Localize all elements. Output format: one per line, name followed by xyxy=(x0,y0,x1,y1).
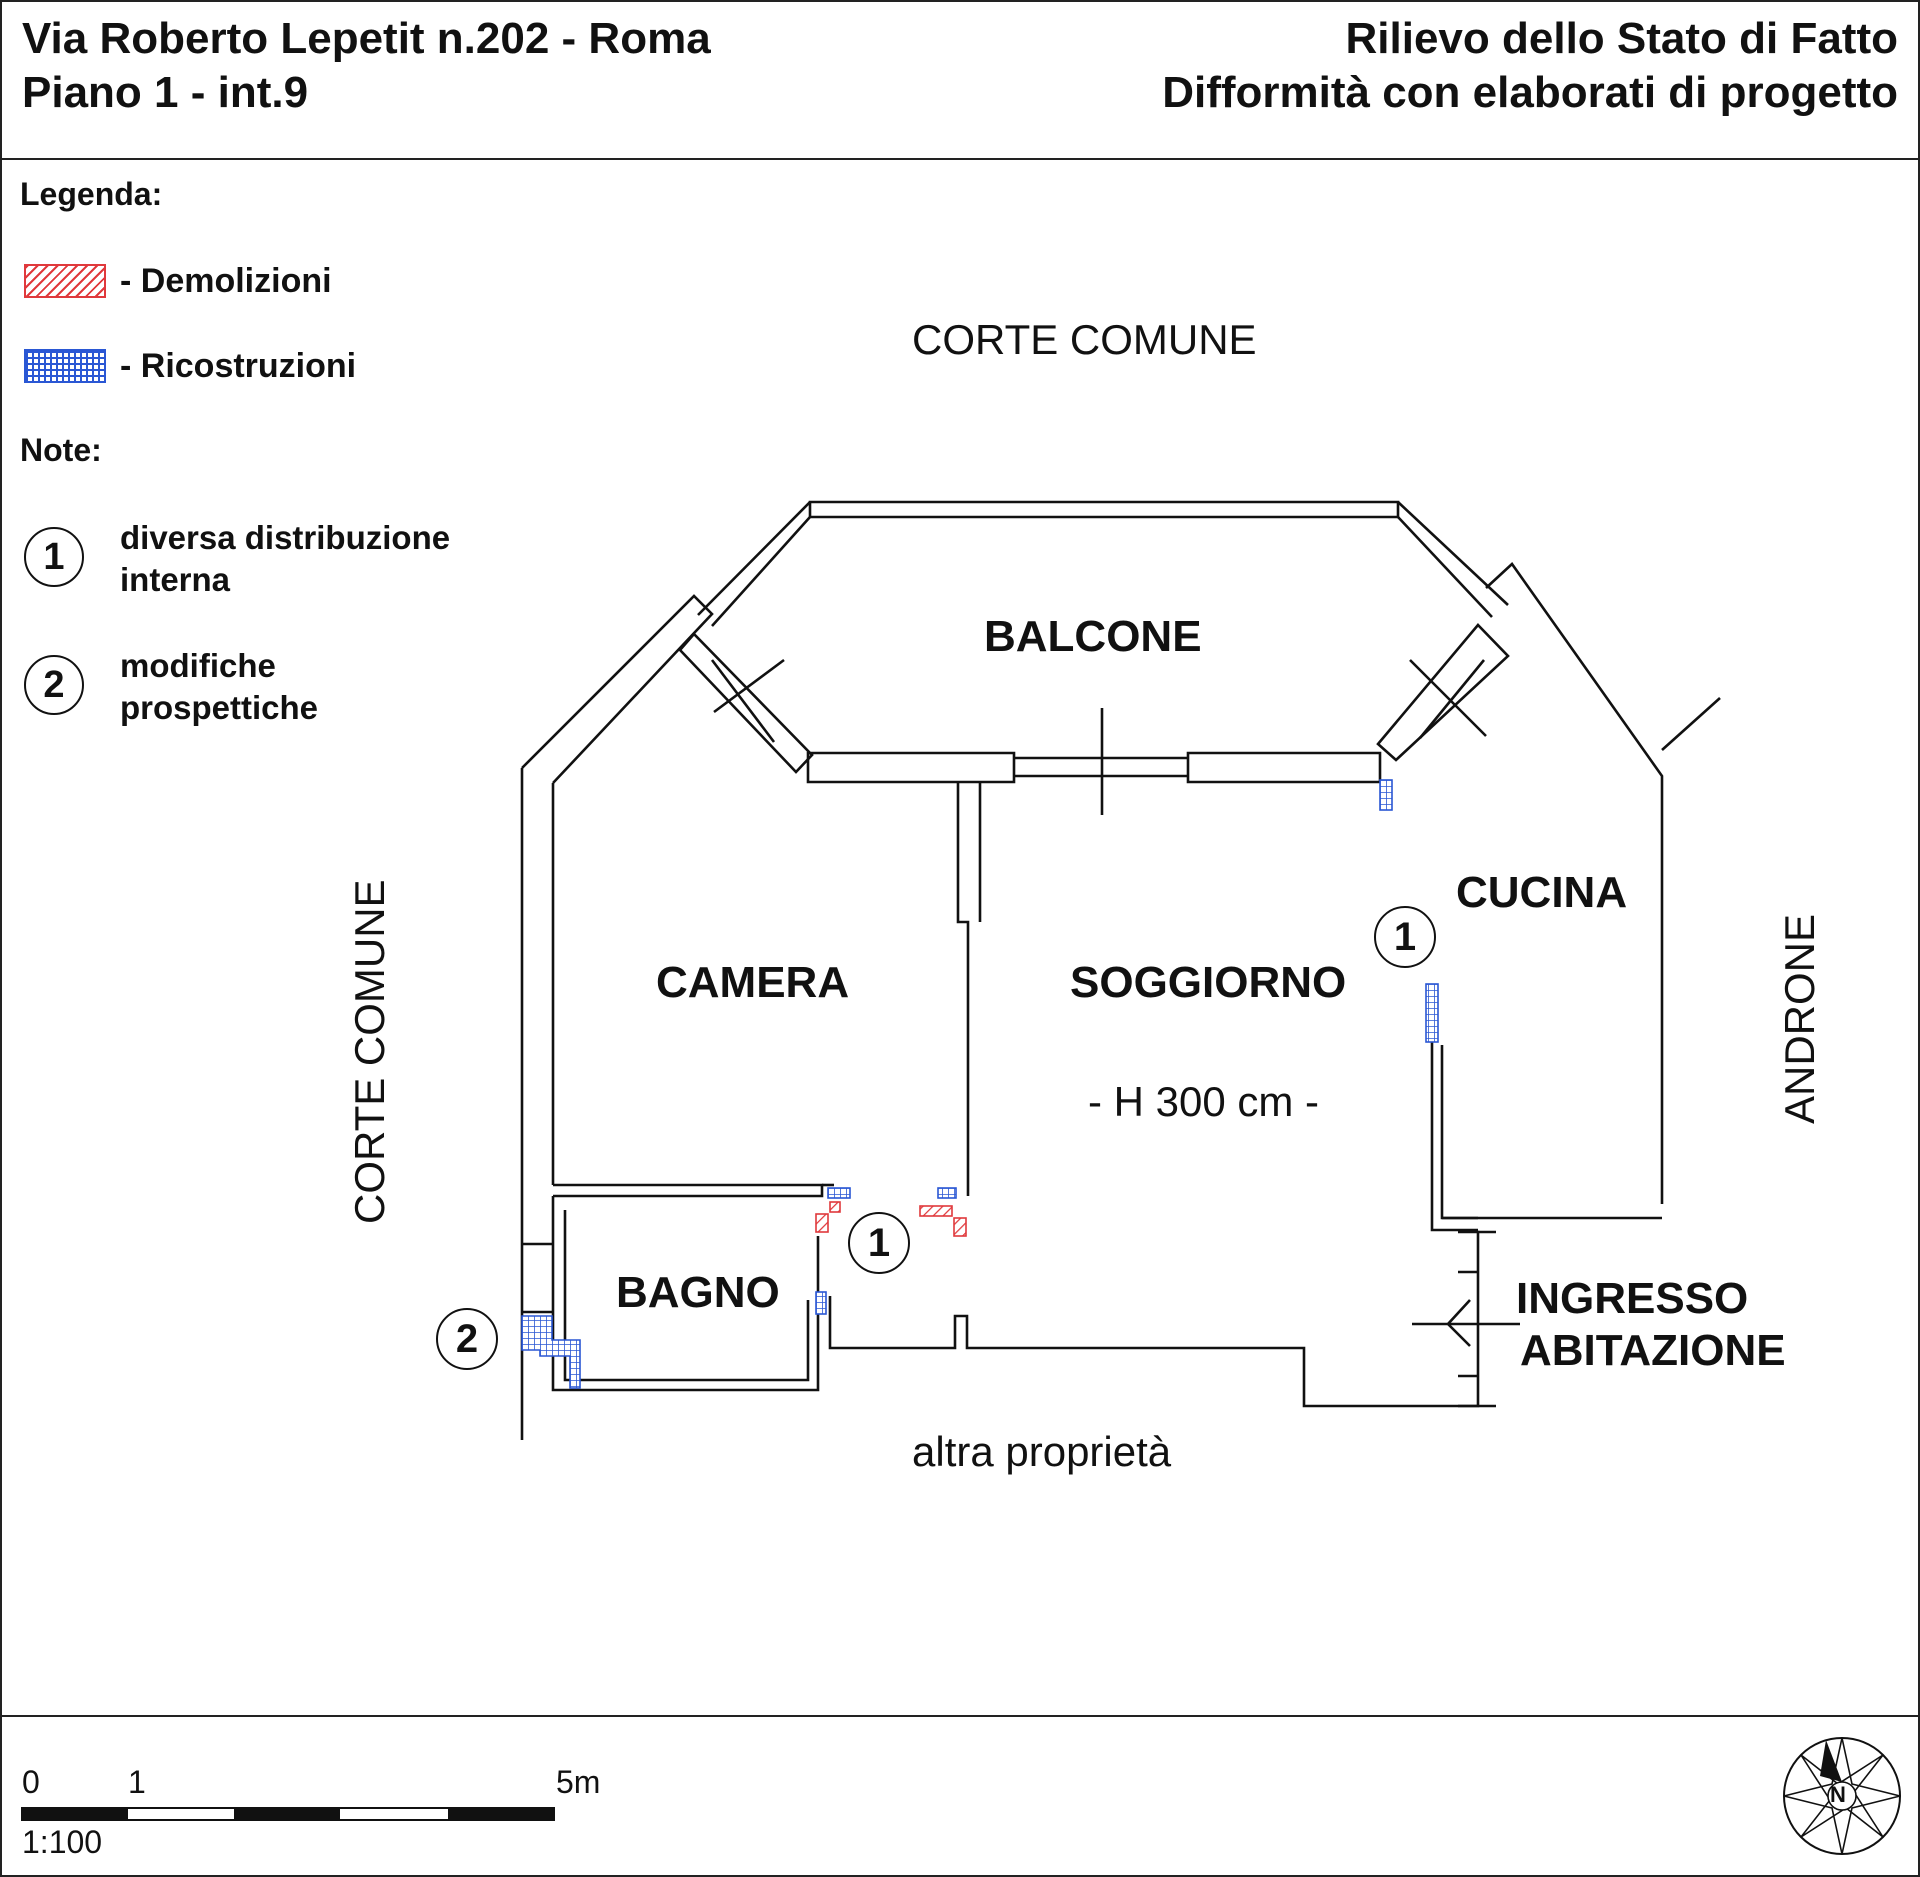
header-divider xyxy=(0,158,1920,160)
note-1-marker: 1 xyxy=(24,527,84,587)
top-area-label: CORTE COMUNE xyxy=(912,316,1257,363)
address-block: Via Roberto Lepetit n.202 - Roma Piano 1… xyxy=(22,12,711,120)
upper-right-angled-wall xyxy=(1376,562,1721,1204)
note-2-marker: 2 xyxy=(24,655,84,715)
plan-marker-1-camera: 1 xyxy=(848,1212,910,1274)
compass-north-label: N xyxy=(1830,1782,1846,1807)
room-label-camera: CAMERA xyxy=(656,958,850,1007)
reconstruction-marks xyxy=(521,779,1439,1389)
upper-left-angled-wall xyxy=(521,594,814,784)
scale-ratio: 1:100 xyxy=(22,1824,103,1860)
room-label-ingresso-2: ABITAZIONE xyxy=(1520,1326,1786,1375)
room-label-soggiorno: SOGGIORNO xyxy=(1070,958,1347,1007)
address-line-1: Via Roberto Lepetit n.202 - Roma xyxy=(22,14,711,63)
balcony-inner-wall xyxy=(806,708,1382,815)
room-label-ingresso-1: INGRESSO xyxy=(1516,1274,1749,1323)
bagno-walls xyxy=(551,1196,1478,1408)
right-area-label: ANDRONE xyxy=(1776,913,1823,1124)
title-block: Rilievo dello Stato di Fatto Difformità … xyxy=(1162,12,1898,120)
legend-item-demolizioni: - Demolizioni xyxy=(24,261,332,301)
cucina-walls xyxy=(1430,990,1662,1232)
footer-divider xyxy=(0,1715,1920,1717)
bottom-area-label: altra proprietà xyxy=(912,1428,1172,1475)
scale-bar xyxy=(21,1807,555,1821)
legend-item-ricostruzioni: - Ricostruzioni xyxy=(24,346,356,386)
ceiling-height-note: - H 300 cm - xyxy=(1088,1078,1320,1125)
note-2-text: modifiche prospettiche xyxy=(120,647,319,726)
address-line-2: Piano 1 - int.9 xyxy=(22,68,309,117)
scale-tick-1: 1 xyxy=(128,1764,146,1800)
room-label-bagno: BAGNO xyxy=(616,1268,780,1317)
note-2: 2 modifiche prospettiche xyxy=(24,647,318,729)
compass-rose-icon xyxy=(1783,1737,1901,1855)
note-1-text: diversa distribuzione interna xyxy=(120,519,451,598)
legend-label-ricostruzioni: - Ricostruzioni xyxy=(120,346,357,385)
demolition-hatch-swatch xyxy=(24,264,106,298)
scale-tick-5: 5m xyxy=(556,1764,601,1800)
plan-marker-2-bagno: 2 xyxy=(436,1308,498,1370)
camera-partition xyxy=(553,782,982,1198)
title-line-1: Rilievo dello Stato di Fatto xyxy=(1345,14,1898,63)
legend-label-demolizioni: - Demolizioni xyxy=(120,261,332,300)
left-area-label: CORTE COMUNE xyxy=(346,879,393,1224)
entrance-door xyxy=(1412,1230,1520,1408)
notes-title: Note: xyxy=(20,432,102,468)
title-line-2: Difformità con elaborati di progetto xyxy=(1162,68,1898,117)
balcony-parapet xyxy=(697,500,1509,627)
plan-marker-1-cucina: 1 xyxy=(1374,906,1436,968)
reconstruction-grid-swatch xyxy=(24,349,106,383)
room-label-balcone: BALCONE xyxy=(984,612,1202,661)
room-label-cucina: CUCINA xyxy=(1456,868,1628,917)
demolition-marks xyxy=(815,1201,967,1237)
scale-tick-0: 0 xyxy=(22,1764,40,1800)
note-1: 1 diversa distribuzione interna xyxy=(24,519,450,601)
legend-title: Legenda: xyxy=(20,176,163,212)
